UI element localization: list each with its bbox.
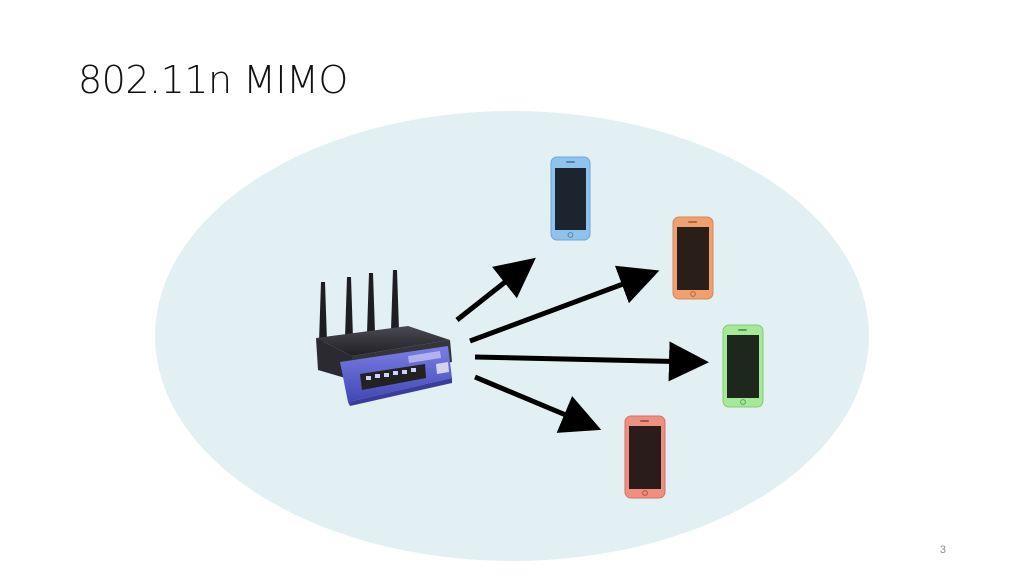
smartphone-icon bbox=[672, 216, 714, 300]
antenna-icon bbox=[319, 282, 327, 342]
slide-title: 802.11n MIMO bbox=[78, 58, 348, 102]
antenna-icon bbox=[345, 277, 353, 338]
antenna-icon bbox=[367, 273, 375, 333]
page-number: 3 bbox=[939, 544, 946, 556]
wireless-router-icon bbox=[316, 270, 452, 406]
smartphone-icon bbox=[624, 415, 666, 499]
stream-arrow-2 bbox=[469, 265, 660, 344]
stream-arrow-3 bbox=[474, 341, 709, 382]
stream-arrow-1 bbox=[455, 257, 536, 322]
smartphone-icon bbox=[550, 156, 591, 241]
stream-arrow-4 bbox=[474, 374, 602, 433]
antenna-icon bbox=[391, 270, 399, 330]
smartphone-icon bbox=[722, 324, 764, 408]
